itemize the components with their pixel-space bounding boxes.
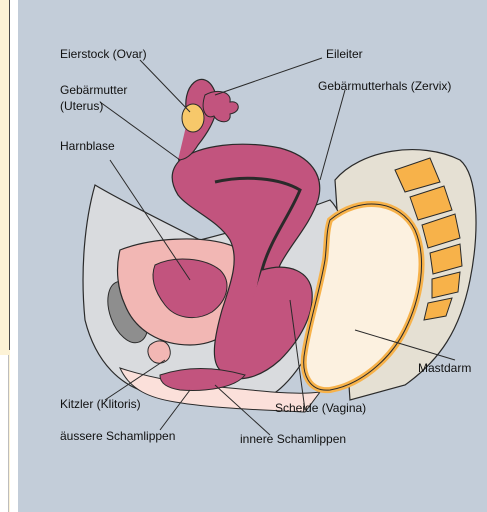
label-vagina: Scheide (Vagina) [275, 401, 366, 415]
label-bladder: Harnblase [60, 139, 115, 153]
label-uterus-line2: (Uterus) [60, 99, 103, 113]
label-cervix: Gebärmutterhals (Zervix) [318, 79, 451, 93]
label-inner-labia: innere Schamlippen [240, 432, 346, 446]
clitoris-tissue [148, 341, 170, 363]
label-outer-labia: äussere Schamlippen [60, 429, 175, 443]
label-rectum: Mastdarm [418, 361, 471, 375]
ovary [182, 104, 204, 132]
label-clitoris: Kitzler (Klitoris) [60, 397, 141, 411]
label-uterus-line1: Gebärmutter [60, 83, 127, 97]
label-ovary: Eierstock (Ovar) [60, 47, 147, 61]
label-fallopian-tube: Eileiter [326, 47, 363, 61]
